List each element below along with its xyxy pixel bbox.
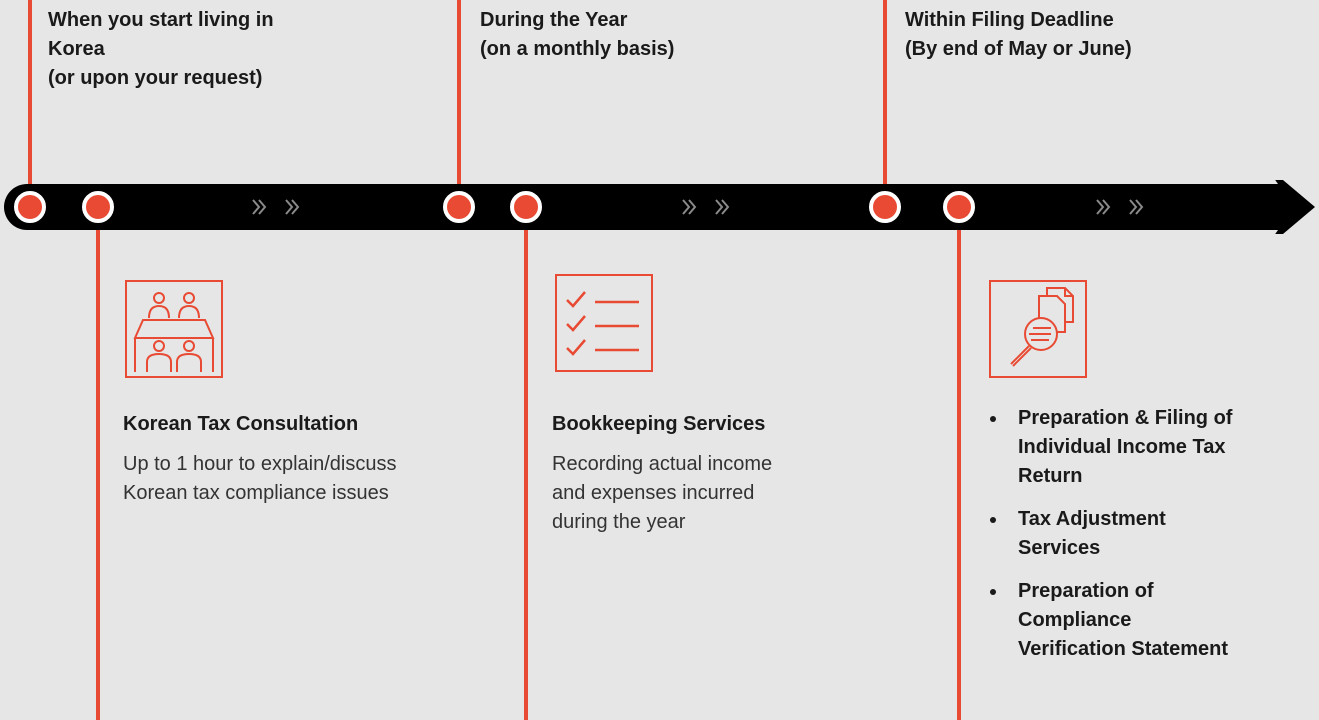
- stage-3-dot: [869, 191, 901, 223]
- service-3-bullet-1: Preparation & Filing of Individual Incom…: [986, 404, 1316, 491]
- chevron-icon: [1129, 199, 1138, 215]
- service-2-connector-bottom: [524, 206, 528, 720]
- service-1-connector-bottom: [96, 206, 100, 720]
- stage-1-label: When you start living in Korea (or upon …: [48, 9, 274, 89]
- chevron-icon: [252, 199, 261, 215]
- service-2-dot: [510, 191, 542, 223]
- bullet-text: Preparation & Filing of Individual Incom…: [1018, 407, 1233, 487]
- timeline-arrow: [4, 180, 1315, 234]
- chevron-icon: [1135, 199, 1144, 215]
- stage-3-label: Within Filing Deadline (By end of May or…: [905, 9, 1132, 60]
- service-1-title: Korean Tax Consultation: [123, 413, 359, 435]
- chevron-icon: [1102, 199, 1111, 215]
- service-1-dot: [82, 191, 114, 223]
- bullet-text: Tax Adjustment Services: [1018, 508, 1166, 559]
- double-chevron-icons: [252, 199, 1144, 215]
- service-2-title: Bookkeeping Services: [552, 413, 766, 435]
- chevron-icon: [1096, 199, 1105, 215]
- service-3-connector-bottom: [957, 206, 961, 720]
- checklist-icon: [555, 274, 653, 372]
- document-magnifier-icon: [989, 280, 1087, 378]
- bullet-text: Preparation of Compliance Verification S…: [1018, 580, 1229, 660]
- meeting-people-icon: [125, 280, 223, 378]
- bullet-dot: [990, 517, 996, 523]
- stage-1-connector-top: [28, 0, 32, 206]
- service-3-bullet-2: Tax Adjustment Services: [986, 505, 1316, 563]
- chevron-icon: [682, 199, 691, 215]
- chevron-icon: [291, 199, 300, 215]
- chevron-icon: [285, 199, 294, 215]
- stage-2-label: During the Year (on a monthly basis): [480, 9, 675, 60]
- service-3-dot: [943, 191, 975, 223]
- stage-2-connector-top: [457, 0, 461, 206]
- stage-2-dot: [443, 191, 475, 223]
- service-3-bullet-3: Preparation of Compliance Verification S…: [986, 577, 1316, 664]
- chevron-icon: [715, 199, 724, 215]
- chevron-icon: [721, 199, 730, 215]
- bullet-dot: [990, 589, 996, 595]
- bullet-dot: [990, 416, 996, 422]
- service-3-bullet-list: Preparation & Filing of Individual Incom…: [986, 404, 1316, 678]
- stage-1-dot: [14, 191, 46, 223]
- service-2-description: Recording actual income and expenses inc…: [552, 453, 773, 533]
- timeline-bar: [4, 180, 1315, 234]
- service-1-description: Up to 1 hour to explain/discuss Korean t…: [123, 453, 397, 504]
- stage-3-connector-top: [883, 0, 887, 206]
- chevron-icon: [258, 199, 267, 215]
- chevron-icon: [688, 199, 697, 215]
